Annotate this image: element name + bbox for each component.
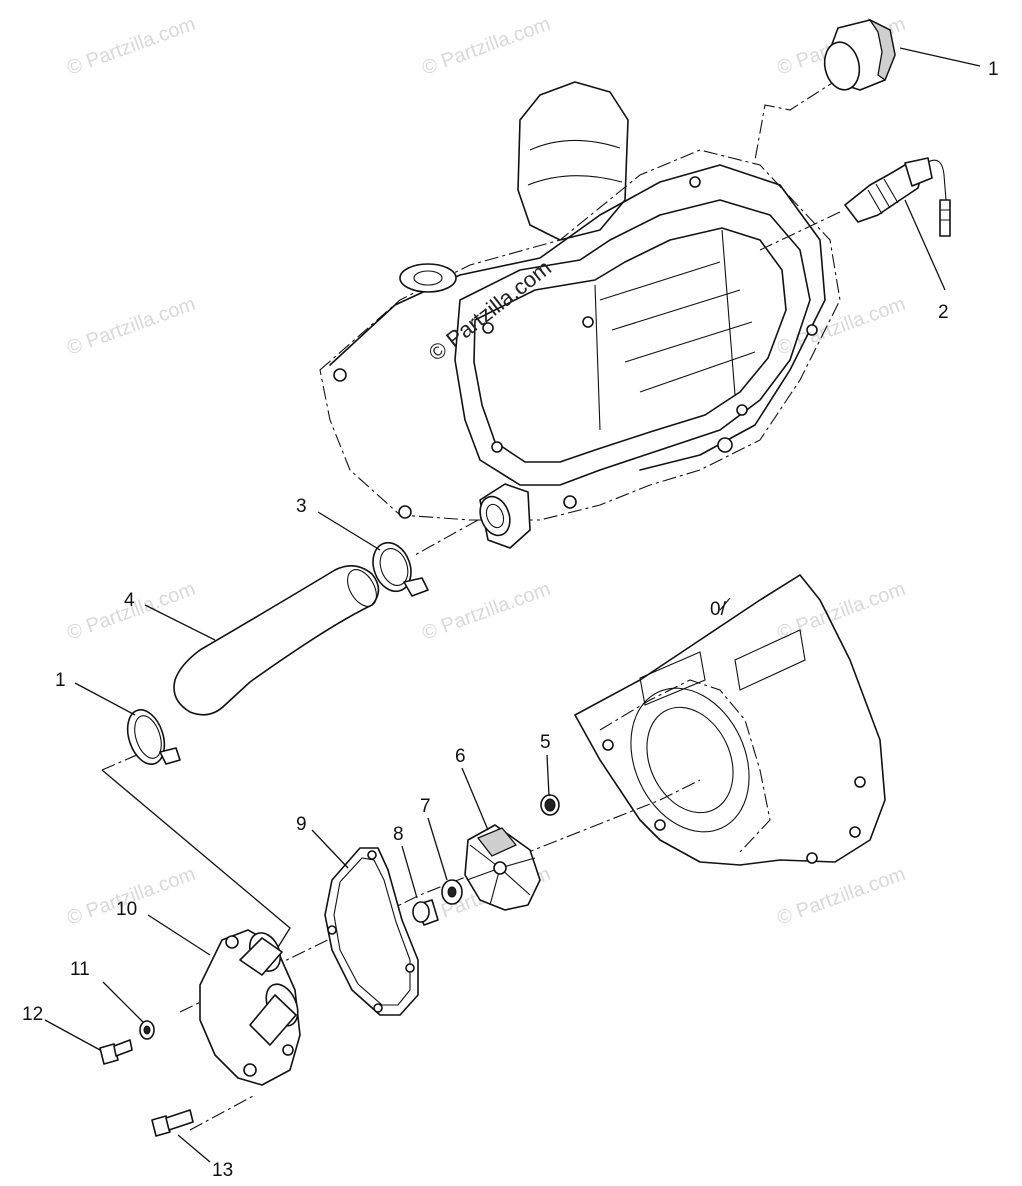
- sealing-washer-part: [139, 1020, 155, 1040]
- hose-clamp-upper-part: [372, 541, 429, 597]
- callout-label: 2: [938, 302, 949, 323]
- callout-label: 9: [296, 814, 307, 835]
- callout-label: 11: [70, 959, 90, 980]
- oil-seal-part: [540, 794, 560, 816]
- bolt-long-part: [151, 1109, 194, 1137]
- callout-label: 6: [455, 746, 466, 767]
- callout-label: 12: [22, 1004, 43, 1025]
- callout-label: 4: [124, 590, 135, 611]
- callout-label: 13: [212, 1160, 233, 1181]
- watermark: © Partzilla.com: [774, 863, 908, 930]
- callout-label: 8: [393, 824, 404, 845]
- callout-label: 5: [540, 732, 551, 753]
- assembly-axis-lines: [101, 77, 841, 1131]
- impeller-part: [464, 824, 541, 911]
- cylinder-head-assembly: © Partzilla.com: [319, 81, 841, 549]
- crankcase-section: 0/: [574, 574, 886, 866]
- water-pump-cover-part: [199, 929, 301, 1086]
- callout-label: 10: [116, 899, 137, 920]
- watermark-layer: © Partzilla.com © Partzilla.com © Partzi…: [64, 13, 908, 930]
- callout-label: 1: [55, 670, 66, 691]
- watermark: © Partzilla.com: [419, 13, 553, 80]
- watermark: © Partzilla.com: [419, 578, 553, 645]
- svg-text:0/: 0/: [710, 599, 727, 620]
- callout-label: 3: [296, 496, 307, 517]
- washer-part: [441, 879, 463, 905]
- bolt-short-part: [99, 1039, 133, 1065]
- coolant-hose-part: [173, 565, 380, 716]
- thermostat-part: [823, 18, 896, 91]
- gasket-part: [324, 847, 419, 1016]
- watermark: © Partzilla.com: [64, 293, 198, 360]
- watermark: © Partzilla.com: [64, 13, 198, 80]
- callout-label: 7: [420, 796, 431, 817]
- callout-label: 1: [988, 59, 999, 80]
- watermark: © Partzilla.com: [774, 578, 908, 645]
- watermark: © Partzilla.com: [774, 293, 908, 360]
- watermark: © Partzilla.com: [64, 578, 198, 645]
- callout-leaders: [44, 47, 981, 1163]
- mechanical-seal-part: [412, 899, 439, 926]
- hose-clamp-lower-part: [126, 709, 181, 765]
- temperature-sensor-part: [844, 157, 951, 237]
- callout-labels: 1 2 3 4 1 5 6 7 8 9 10 11 12 13: [22, 59, 999, 1181]
